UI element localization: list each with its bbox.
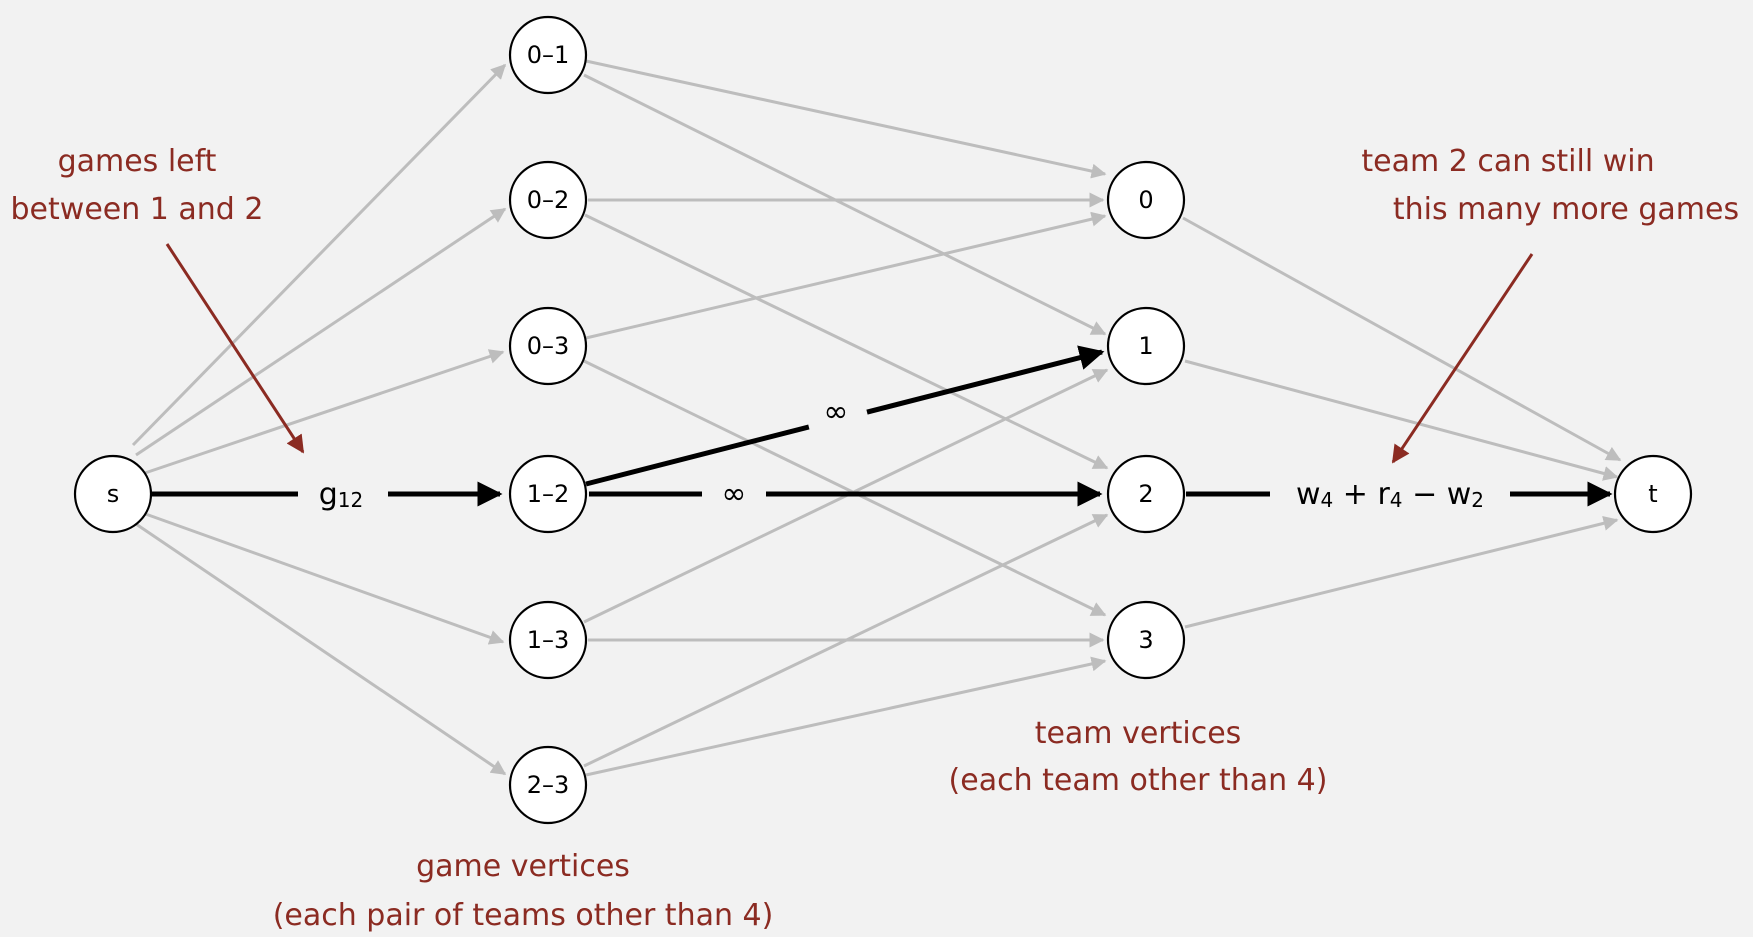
node-game-0-3: 0–3 (508, 306, 588, 386)
edge-t3-t (1184, 515, 1619, 629)
svg-text:1: 1 (1138, 332, 1153, 360)
node-game-1-2: 1–2 (508, 454, 588, 534)
annotation-games-left-arrow (165, 243, 305, 454)
svg-text:0: 0 (1138, 186, 1153, 214)
svg-text:1–3: 1–3 (527, 626, 570, 654)
edge-g01-t1 (583, 73, 1107, 336)
edge-label-capacity-t2-t: w4 + r4 − w2 (1296, 477, 1484, 513)
annotation-games-left-line2: between 1 and 2 (11, 192, 264, 227)
node-game-0-1: 0–1 (508, 15, 588, 95)
edge-s-g02 (135, 207, 507, 457)
edge-label-g12: g12 (319, 477, 364, 513)
annotation-games-left-line1: games left (58, 144, 217, 179)
node-team-3: 3 (1106, 600, 1186, 680)
annotation-team-vertices-line2: (each team other than 4) (949, 763, 1328, 798)
edge-t0-t (1182, 216, 1622, 462)
edge-g02-t2 (584, 213, 1109, 470)
edge-s-g13 (139, 510, 505, 645)
annotation-team2-line2: this many more games (1393, 192, 1739, 227)
edge-label-infinity-t1: ∞ (824, 395, 849, 430)
edge-s-g23 (135, 522, 507, 776)
svg-text:1–2: 1–2 (527, 480, 570, 508)
annotation-team2-line1: team 2 can still win (1361, 144, 1654, 179)
node-game-0-2: 0–2 (508, 160, 588, 240)
node-team-1: 1 (1106, 306, 1186, 386)
svg-text:0–1: 0–1 (527, 41, 570, 69)
annotation-game-vertices-line2: (each pair of teams other than 4) (273, 898, 774, 933)
annotation-team2-arrow (1391, 253, 1534, 464)
edge-g03-t3 (583, 359, 1107, 617)
gray-edges (131, 59, 1622, 777)
node-game-1-3: 1–3 (508, 600, 588, 680)
nodes: s 0–1 0–2 0–3 1–2 1–3 2–3 0 (73, 15, 1693, 825)
edge-s-g03 (138, 349, 505, 477)
edge-t1-t (1184, 359, 1619, 481)
svg-text:2–3: 2–3 (527, 771, 570, 799)
node-team-0: 0 (1106, 160, 1186, 240)
edge-g01-t0 (585, 59, 1107, 179)
svg-text:0–2: 0–2 (527, 186, 570, 214)
svg-text:0–3: 0–3 (527, 332, 570, 360)
edge-s-g01 (131, 63, 507, 447)
node-game-2-3: 2–3 (508, 745, 588, 825)
edge-g03-t0 (585, 211, 1107, 340)
edge-g23-t3 (585, 656, 1107, 777)
edge-g23-t2 (583, 513, 1109, 768)
node-team-2: 2 (1106, 454, 1186, 534)
svg-text:t: t (1648, 480, 1657, 508)
annotations: games left between 1 and 2 team 2 can st… (11, 144, 1740, 933)
svg-text:2: 2 (1138, 480, 1153, 508)
edge-label-infinity-t2: ∞ (722, 477, 747, 512)
annotation-game-vertices-line1: game vertices (416, 849, 630, 884)
svg-text:3: 3 (1138, 626, 1153, 654)
svg-text:s: s (107, 480, 120, 508)
edge-labels: g12 ∞ ∞ w4 + r4 − w2 (298, 383, 1510, 516)
annotation-team-vertices-line1: team vertices (1035, 716, 1242, 751)
node-s: s (73, 454, 153, 534)
node-t: t (1613, 454, 1693, 534)
